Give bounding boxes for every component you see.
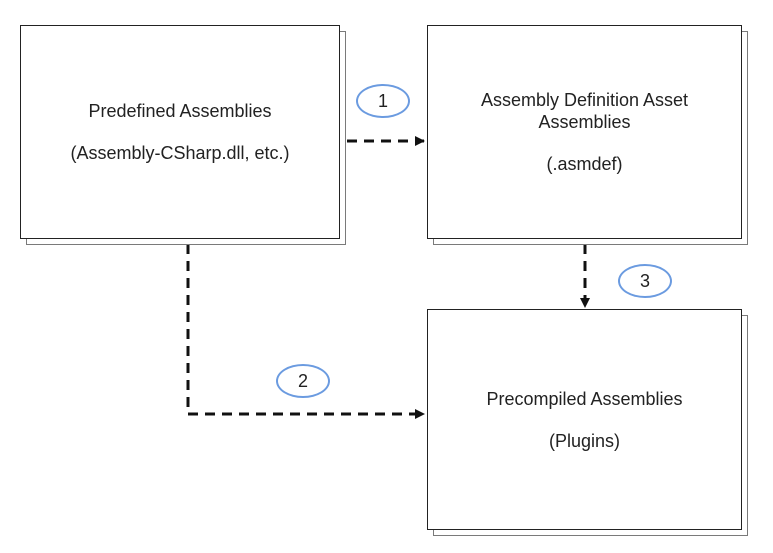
node-title: Precompiled Assemblies: [486, 388, 683, 409]
node-subtitle: (.asmdef): [546, 154, 623, 174]
node-asmdef-assemblies: Assembly Definition Asset Assemblies (.a…: [427, 25, 748, 245]
node-box: Precompiled Assemblies (Plugins): [427, 309, 742, 530]
node-box: Assembly Definition Asset Assemblies (.a…: [427, 25, 742, 239]
node-predefined-assemblies: Predefined Assemblies (Assembly-CSharp.d…: [20, 25, 346, 245]
step-badge-3: 3: [618, 264, 672, 298]
node-title-line2: Assemblies: [538, 112, 631, 132]
arrow-predefined-to-precompiled: [186, 244, 425, 419]
node-precompiled-assemblies: Precompiled Assemblies (Plugins): [427, 309, 748, 536]
node-title: Predefined Assemblies: [88, 101, 272, 121]
node-subtitle: (Plugins): [548, 430, 621, 451]
node-subtitle: (Assembly-CSharp.dll, etc.): [70, 143, 290, 163]
step-badge-2: 2: [276, 364, 330, 398]
node-box: Predefined Assemblies (Assembly-CSharp.d…: [20, 25, 340, 239]
step-badge-1: 1: [356, 84, 410, 118]
node-title-line1: Assembly Definition Asset: [480, 90, 689, 110]
